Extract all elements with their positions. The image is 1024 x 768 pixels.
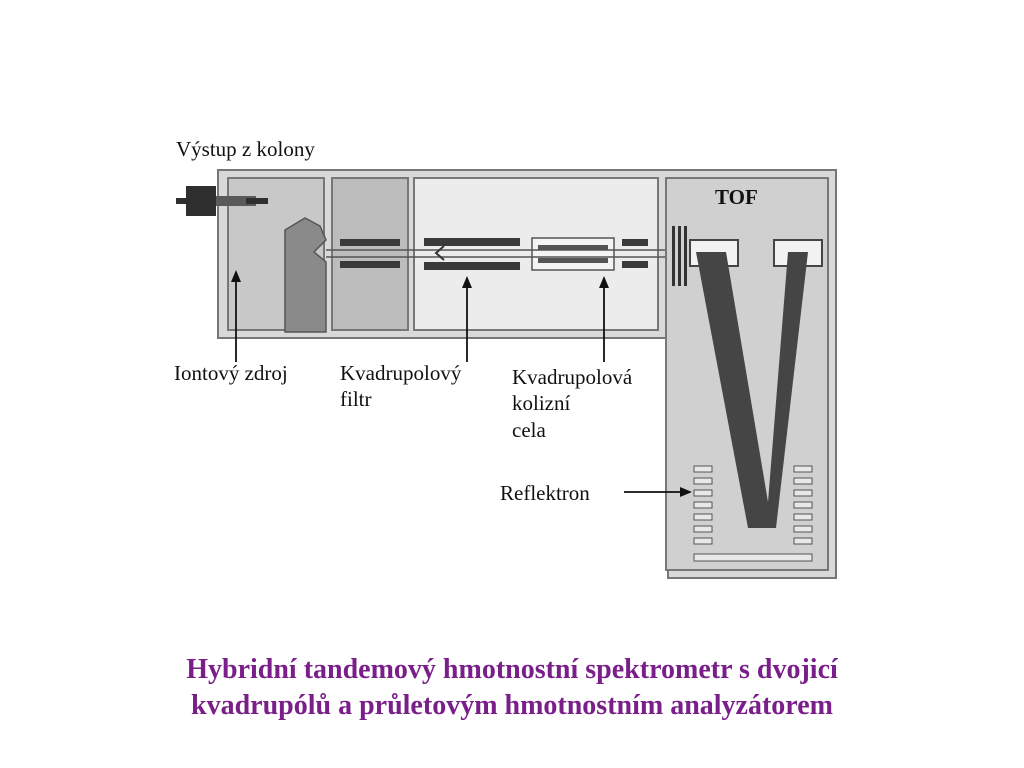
label-quadrupole-filter-1: Kvadrupolový [340, 361, 462, 385]
caption-line-2: kvadrupólů a průletovým hmotnostním anal… [191, 690, 833, 721]
pointer-arrows [231, 270, 692, 497]
label-collision-cell-2: kolizní [512, 391, 570, 415]
quadrupole-rod-bottom [424, 262, 520, 270]
ion-source-cone [284, 217, 327, 333]
ion-beam [326, 245, 700, 261]
collision-cell-chamber [413, 177, 659, 331]
slide-caption: Hybridní tandemový hmotnostní spektromet… [0, 652, 1024, 724]
reflectron-rings [693, 465, 813, 562]
collision-cell-box [531, 237, 615, 271]
label-tof: TOF [715, 185, 758, 209]
label-collision-cell-3: cela [512, 418, 546, 442]
caption-line-1: Hybridní tandemový hmotnostní spektromet… [186, 654, 838, 685]
column-outlet-sprayer [176, 186, 268, 216]
tof-entrance-lenses [672, 226, 687, 286]
label-collision-cell-1: Kvadrupolová [512, 365, 633, 389]
label-quadrupole-filter-2: filtr [340, 387, 372, 411]
mass-spectrometer-diagram: Výstup z kolony TOF Iontový zdroj Kvadru… [174, 137, 837, 579]
tof-analyzer [665, 177, 829, 571]
quadrupole-filter-chamber [331, 177, 409, 331]
quadrupole-rod-top [424, 238, 520, 246]
flight-path-v [696, 252, 808, 528]
label-reflectron: Reflektron [500, 481, 590, 505]
label-ion-source: Iontový zdroj [174, 361, 288, 385]
label-column-outlet: Výstup z kolony [176, 137, 315, 161]
